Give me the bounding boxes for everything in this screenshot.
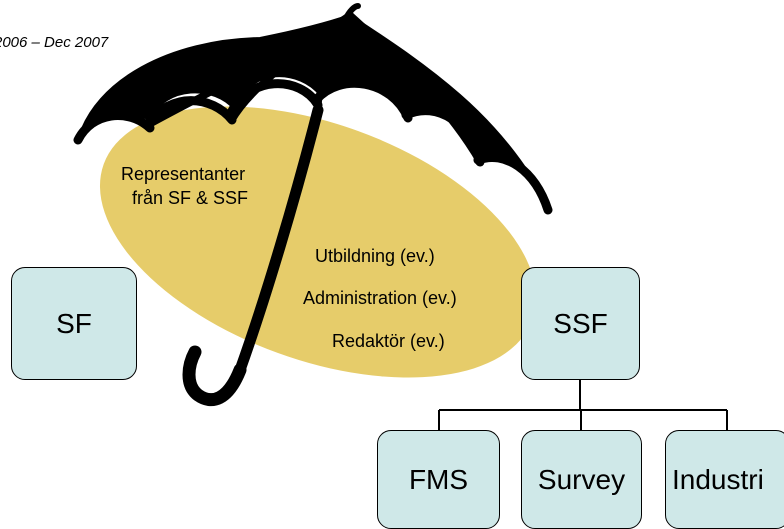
- survey-box: Survey: [521, 430, 642, 529]
- representatives-line1: Representanter: [121, 164, 246, 184]
- fms-box: FMS: [377, 430, 500, 529]
- role-administration: Administration (ev.): [303, 288, 457, 308]
- org-connectors: [438, 380, 728, 430]
- role-education: Utbildning (ev.): [315, 246, 435, 266]
- sf-box: SF: [11, 267, 137, 380]
- date-range: 2006 – Dec 2007: [0, 34, 109, 51]
- role-editor: Redaktör (ev.): [332, 331, 445, 351]
- industri-box: Industri: [665, 430, 784, 529]
- representatives-line2: från SF & SSF: [132, 188, 249, 208]
- umbrella-icon: [73, 3, 553, 407]
- ssf-box: SSF: [521, 267, 640, 380]
- group-ellipse: [99, 106, 537, 378]
